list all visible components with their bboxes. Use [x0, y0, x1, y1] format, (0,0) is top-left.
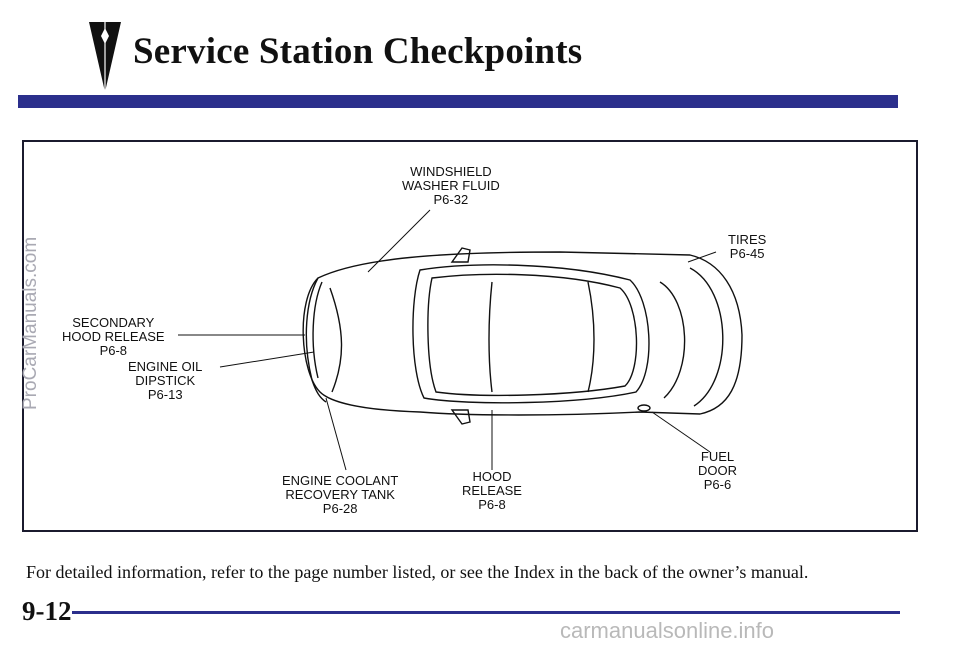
figure-caption: For detailed information, refer to the p…: [26, 562, 809, 582]
label-tires: TIRES P6-45: [728, 232, 767, 261]
car-cabin: [412, 264, 650, 404]
mirror-bottom: [450, 409, 471, 425]
figure-frame: [22, 140, 918, 532]
car-nose: [305, 277, 327, 403]
fuel-door-mark: [637, 404, 651, 412]
mirror-top: [450, 247, 471, 263]
car-body-outline: [302, 251, 743, 416]
label-windshield-washer: WINDSHIELD WASHER FLUID P6-32: [402, 164, 500, 207]
pontiac-logo-icon: [89, 22, 121, 92]
leader-fuel-door: [651, 411, 711, 453]
leader-engine-oil: [219, 351, 315, 368]
page-number: 9-12: [22, 596, 72, 626]
leader-tires: [687, 251, 717, 263]
label-hood-release: HOOD RELEASE P6-8: [462, 469, 522, 512]
label-fuel-door: FUEL DOOR P6-6: [698, 449, 737, 492]
leader-windshield: [367, 209, 431, 273]
leader-coolant: [325, 397, 347, 471]
page-title: Service Station Checkpoints: [133, 31, 583, 72]
bottom-watermark: carmanualsonline.info: [560, 618, 775, 643]
label-secondary-hood-release: SECONDARY HOOD RELEASE P6-8: [62, 315, 165, 358]
side-watermark: ProCarManuals.com: [20, 236, 41, 410]
header-rule: [18, 95, 898, 108]
label-engine-oil-dipstick: ENGINE OIL DIPSTICK P6-13: [128, 359, 203, 402]
label-engine-coolant: ENGINE COOLANT RECOVERY TANK P6-28: [282, 473, 399, 516]
footer-rule: [72, 611, 900, 614]
